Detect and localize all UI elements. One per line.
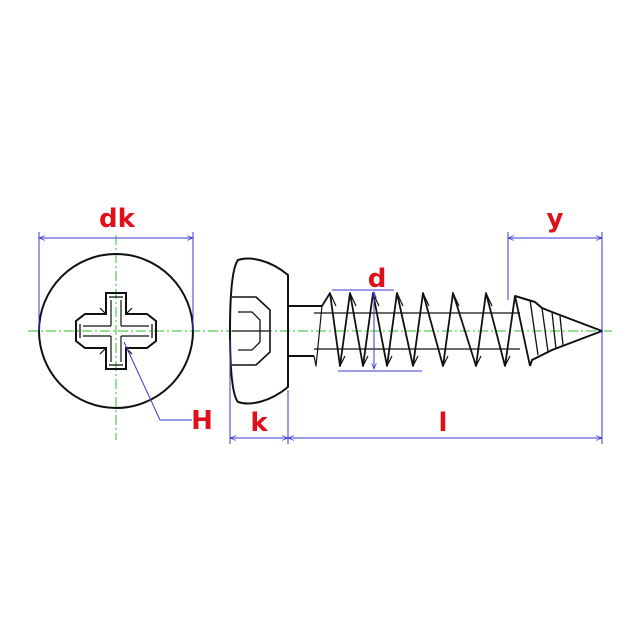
h-leader-line <box>123 341 192 421</box>
label-d: d <box>368 264 387 294</box>
label-k: k <box>250 408 268 438</box>
pan-head <box>229 257 289 405</box>
label-l: l <box>439 408 448 438</box>
dimension-lines <box>38 232 603 444</box>
screw-side-view <box>229 257 603 405</box>
label-h: H <box>191 406 213 436</box>
label-dk: dk <box>99 204 136 234</box>
dimension-labels: dk y d H k l <box>99 204 563 438</box>
cross-recess-outline <box>75 292 157 370</box>
label-y: y <box>547 204 564 234</box>
thread-profile <box>321 292 531 367</box>
